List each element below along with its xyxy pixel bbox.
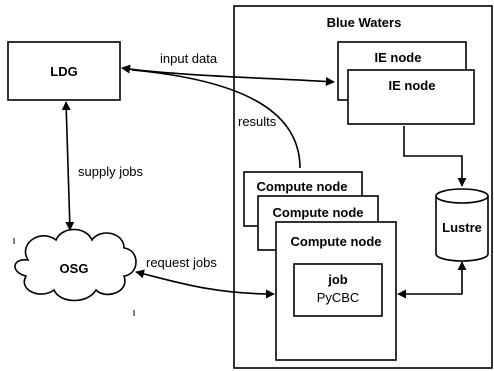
compute-node-2-label: Compute node bbox=[273, 205, 364, 220]
request-jobs-arrow bbox=[135, 269, 275, 299]
supply-jobs-label: supply jobs bbox=[78, 164, 144, 179]
input-data-label: input data bbox=[160, 51, 218, 66]
blue-waters-label: Blue Waters bbox=[327, 15, 402, 30]
ie-node-front-box bbox=[347, 69, 475, 125]
ldg-box bbox=[7, 41, 121, 101]
osg-cloud bbox=[14, 228, 137, 302]
lustre-cylinder bbox=[435, 188, 489, 262]
input-data-arrow bbox=[121, 64, 335, 86]
job-name: PyCBC bbox=[317, 290, 360, 305]
results-label: results bbox=[238, 114, 277, 129]
ie-node-back-label: IE node bbox=[375, 50, 422, 65]
ie-lustre-arrow bbox=[403, 126, 467, 187]
supply-jobs-arrow bbox=[61, 101, 75, 231]
compute-node-1-label: Compute node bbox=[257, 179, 348, 194]
request-jobs-label: request jobs bbox=[146, 255, 217, 270]
lustre-label: Lustre bbox=[442, 220, 482, 235]
job-box bbox=[293, 263, 383, 317]
job-title: job bbox=[327, 272, 348, 287]
compute-node-3-label: Compute node bbox=[291, 234, 382, 249]
blue-waters-box bbox=[233, 5, 493, 369]
osg-label: OSG bbox=[60, 261, 89, 276]
ie-node-front-label: IE node bbox=[389, 78, 436, 93]
results-arrow bbox=[131, 69, 301, 169]
ldg-label: LDG bbox=[50, 64, 77, 79]
compute-lustre-arrow bbox=[397, 261, 467, 299]
